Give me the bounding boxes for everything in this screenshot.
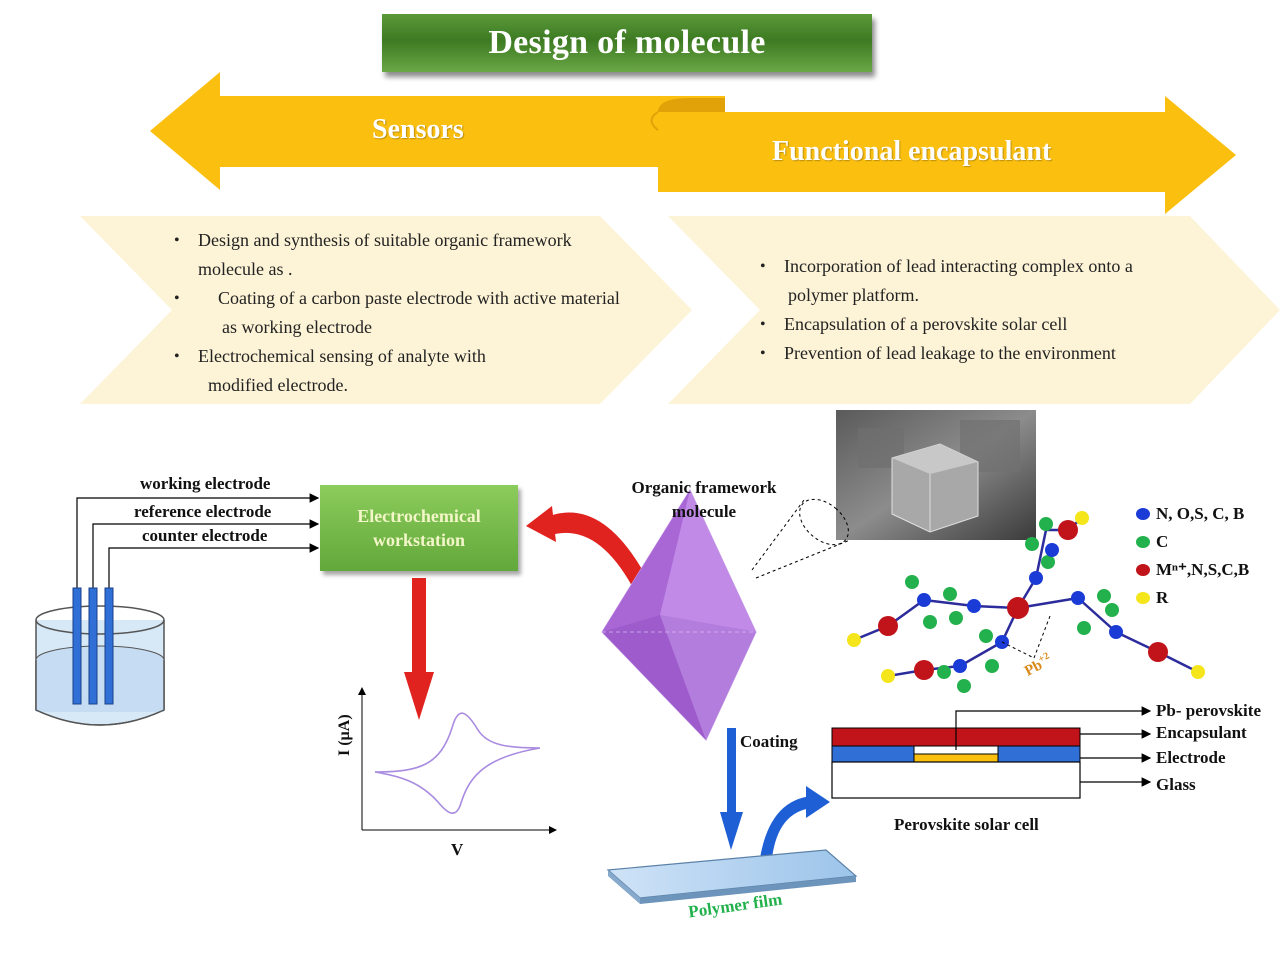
cv-ylabel: I (µA) [336,714,353,756]
solar-cell-diagram [831,706,1152,799]
beaker [35,587,165,726]
encapsulant-arrow [658,96,1236,214]
encapsulant-bullets: Incorporation of lead interacting comple… [760,252,1200,368]
legend-item: Mⁿ⁺,N,S,C,B [1136,556,1249,584]
green-atom-icon [1136,536,1150,548]
polymer-film [606,849,858,904]
red-atom-icon [1136,564,1150,576]
bullet-item: Design and synthesis of suitable organic… [174,226,664,284]
legend-item: C [1136,528,1249,556]
counter-electrode-label: counter electrode [142,526,268,545]
yellow-atom-icon [1136,592,1150,604]
cv-xlabel: V [451,840,464,859]
page-title: Design of molecule [488,24,766,61]
layer-label-encapsulant: Encapsulant [1156,723,1247,742]
blue-curved-arrow [760,796,812,858]
red-down-arrow [404,578,434,720]
sensors-arrow [150,72,725,190]
encapsulant-label: Functional encapsulant [772,136,1052,167]
zoom-lines [751,498,851,579]
bullet-item: Incorporation of lead interacting comple… [760,252,1200,310]
bullet-item: Prevention of lead leakage to the enviro… [760,339,1200,368]
octahedron-molecule [601,488,757,741]
sensors-bullets: Design and synthesis of suitable organic… [174,226,664,400]
solar-cell-title: Perovskite solar cell [894,815,1039,834]
bullet-item: Coating of a carbon paste electrode with… [174,284,664,342]
layer-label-perovskite: Pb- perovskite [1156,701,1261,720]
molecule-atoms [847,511,1205,693]
layer-label-glass: Glass [1156,775,1196,794]
bullet-item: Encapsulation of a perovskite solar cell [760,310,1200,339]
bullet-item: Electrochemical sensing of analyte withm… [174,342,664,400]
process-graphic [35,410,1205,904]
scroll-curl [658,98,725,112]
electrode-wires [76,493,320,590]
atom-legend: N, O,S, C, B C Mⁿ⁺,N,S,C,B R [1136,500,1249,612]
legend-item: N, O,S, C, B [1136,500,1249,528]
layer-label-electrode: Electrode [1156,748,1226,767]
legend-item: R [1136,584,1249,612]
blue-atom-icon [1136,508,1150,520]
pb-interaction-lines [1001,615,1051,659]
sem-micrograph [836,410,1036,540]
sensors-label: Sensors [372,114,464,145]
reference-electrode-label: reference electrode [134,502,272,521]
working-electrode-label: working electrode [140,474,271,493]
title-banner: Design of molecule [382,14,872,72]
cv-plot [358,687,557,834]
red-curved-arrow [540,512,648,586]
electrochemical-workstation: Electrochemical workstation [320,485,518,571]
blue-down-arrow [720,728,743,850]
coating-label: Coating [740,732,798,751]
